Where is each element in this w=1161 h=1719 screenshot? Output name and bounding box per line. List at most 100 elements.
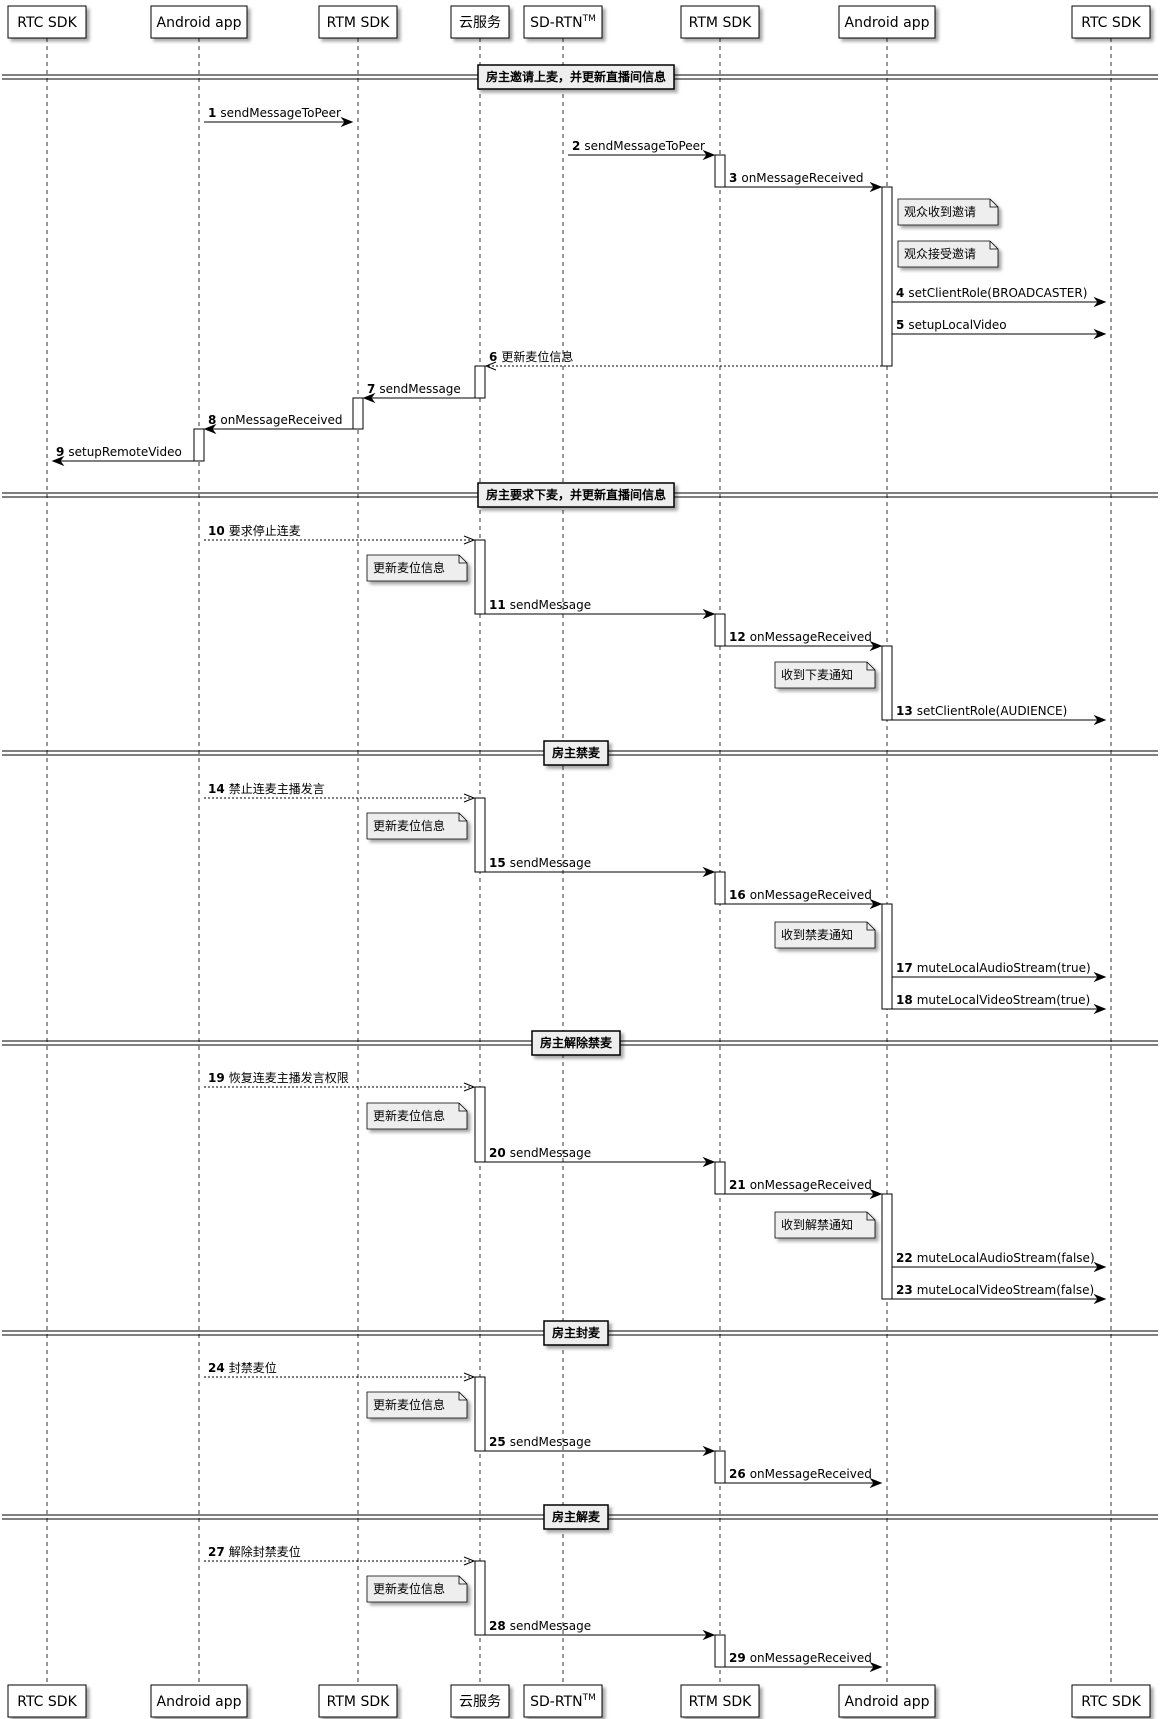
arrow-head [702,1629,716,1641]
section-divider: 房主解除禁麦 [2,1030,1158,1056]
note-text: 收到解禁通知 [781,1218,853,1232]
activation-bar [714,1450,726,1484]
activation-bar [714,871,726,905]
arrow-head [869,1661,883,1673]
note: 更新麦位信息 [366,1391,468,1419]
arrow-head [463,535,476,545]
note: 收到禁麦通知 [774,921,876,949]
arrow-head [1093,328,1107,340]
arrow-head [702,1156,716,1168]
participant-app2-top: Android app [838,5,936,39]
section-title: 房主要求下麦，并更新直播间信息 [486,487,666,502]
note-text: 更新麦位信息 [373,1108,445,1123]
participant-label: RTC SDK [17,15,77,31]
note-text: 更新麦位信息 [373,1581,445,1596]
arrow-head [463,1556,476,1566]
participant-sdrtn-top: SD-RTNTM [523,5,603,39]
participant-label: RTM SDK [327,1694,390,1710]
arrow-head [484,361,497,371]
participant-label: Android app [845,1694,930,1710]
activation-bar [474,1560,486,1636]
note-text: 观众接受邀请 [904,246,976,261]
note-text: 更新麦位信息 [373,1397,445,1412]
participant-rtm2-top: RTM SDK [680,5,760,39]
arrow-head [463,1372,476,1382]
participant-rtm1-bottom: RTM SDK [318,1684,398,1718]
note: 更新麦位信息 [366,554,468,582]
participant-label: RTC SDK [17,1694,77,1710]
section-title: 房主解麦 [552,1509,601,1524]
arrow-head [702,149,716,161]
note: 观众接受邀请 [897,240,999,268]
participant-rtc1-top: RTC SDK [7,5,87,39]
activation-bar [881,1193,893,1300]
activation-bar [881,186,893,367]
arrow-head [702,608,716,620]
section-title: 房主邀请上麦，并更新直播间信息 [486,69,666,84]
activation-bar [474,1376,486,1452]
note: 观众收到邀请 [897,198,999,226]
participant-sdrtn-bottom: SD-RTNTM [523,1684,603,1718]
participant-rtc2-top: RTC SDK [1071,5,1151,39]
arrow-head [1093,971,1107,983]
note-text: 收到禁麦通知 [781,928,853,942]
note: 更新麦位信息 [366,1575,468,1603]
participant-app2-bottom: Android app [838,1684,936,1718]
participant-label: RTM SDK [689,15,752,31]
participant-cloud-bottom: 云服务 [450,1684,510,1718]
participant-rtc2-bottom: RTC SDK [1071,1684,1151,1718]
activation-bar [714,1634,726,1668]
section-title: 房主解除禁麦 [540,1035,613,1050]
arrow-head [869,1477,883,1489]
activation-bar [474,539,486,615]
participant-label: 云服务 [459,15,501,31]
activation-bar [881,645,893,721]
activation-bar [881,903,893,1010]
section-divider: 房主禁麦 [2,740,1158,766]
arrow-head [362,392,376,404]
activation-bar [474,1086,486,1163]
participant-label: Android app [157,15,242,31]
arrow-head [463,1082,476,1092]
arrow-head [1093,1293,1107,1305]
arrow-head [51,455,65,467]
participant-label: RTC SDK [1081,15,1141,31]
participant-label: RTC SDK [1081,1694,1141,1710]
arrow-head [463,793,476,803]
section-divider: 房主封麦 [2,1320,1158,1346]
